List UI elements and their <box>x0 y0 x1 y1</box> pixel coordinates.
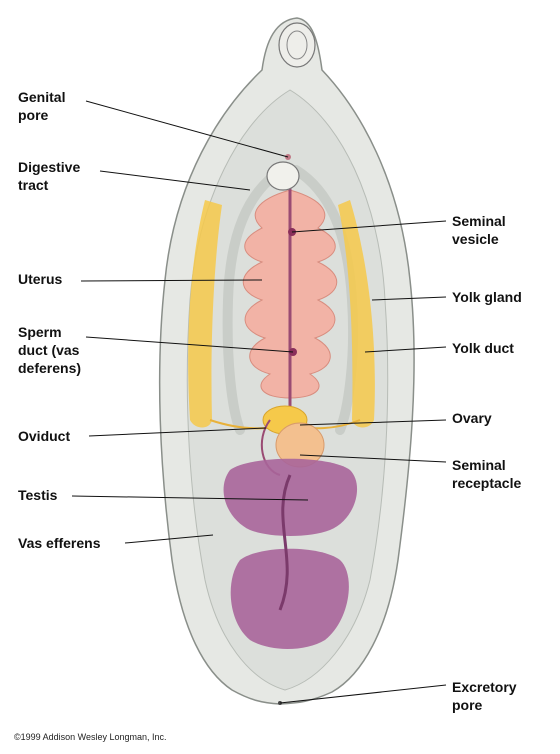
label-seminal-vesicle: Seminal vesicle <box>452 212 506 248</box>
label-vas-efferens: Vas efferens <box>18 534 101 552</box>
vas-efferens <box>278 474 292 611</box>
leader-digestive-tract <box>99 170 251 191</box>
label-line: vesicle <box>452 231 499 247</box>
label-line: tract <box>18 177 49 193</box>
testis-anterior <box>223 458 358 536</box>
label-line: Genital <box>18 89 66 105</box>
leader-seminal-receptacle <box>299 454 447 463</box>
label-sperm-duct: Sperm duct (vas deferens) <box>18 323 81 377</box>
label-line: Digestive <box>18 159 81 175</box>
label-line: Yolk duct <box>452 340 514 356</box>
leader-ovary <box>299 419 447 426</box>
leader-oviduct <box>88 427 267 437</box>
label-uterus: Uterus <box>18 270 62 288</box>
leader-seminal-vesicle <box>291 220 447 233</box>
copyright: ©1999 Addison Wesley Longman, Inc. <box>14 732 167 742</box>
leader-yolk-duct <box>364 346 447 353</box>
leader-genital-pore <box>85 100 289 158</box>
ventral-sucker <box>266 161 300 191</box>
label-line: Uterus <box>18 271 63 287</box>
leader-yolk-gland <box>371 296 447 301</box>
label-genital-pore: Genital pore <box>18 88 65 124</box>
yolk-gland-left <box>188 200 222 428</box>
label-line: pore <box>452 697 483 713</box>
label-line: Vas efferens <box>18 535 101 551</box>
label-line: Testis <box>18 487 58 503</box>
label-excretory-pore: Excretory pore <box>452 678 517 714</box>
label-line: receptacle <box>452 475 522 491</box>
leader-excretory-pore <box>279 684 447 704</box>
yolk-gland-right <box>338 200 375 428</box>
label-line: deferens) <box>18 360 82 376</box>
label-line: pore <box>18 107 49 123</box>
label-line: Sperm <box>18 324 62 340</box>
label-yolk-duct: Yolk duct <box>452 339 514 357</box>
label-ovary: Ovary <box>452 409 492 427</box>
oral-sucker-ring <box>286 30 308 60</box>
oral-sucker <box>278 22 316 68</box>
label-digestive-tract: Digestive tract <box>18 158 80 194</box>
leader-lines <box>71 100 447 704</box>
label-seminal-receptacle: Seminal receptacle <box>452 456 521 492</box>
label-line: Seminal <box>452 457 506 473</box>
label-line: Excretory <box>452 679 517 695</box>
leader-uterus <box>80 279 263 282</box>
testis-posterior <box>230 548 349 649</box>
label-line: Yolk gland <box>452 289 522 305</box>
leader-vas-efferens <box>124 534 214 544</box>
label-line: Oviduct <box>18 428 71 444</box>
label-line: Seminal <box>452 213 506 229</box>
label-oviduct: Oviduct <box>18 427 70 445</box>
label-line: duct (vas <box>18 342 80 358</box>
label-testis: Testis <box>18 486 57 504</box>
leader-testis <box>71 495 309 501</box>
label-line: Ovary <box>452 410 492 426</box>
label-yolk-gland: Yolk gland <box>452 288 522 306</box>
digestive-tract-left <box>222 165 287 435</box>
leader-sperm-duct <box>85 336 294 353</box>
